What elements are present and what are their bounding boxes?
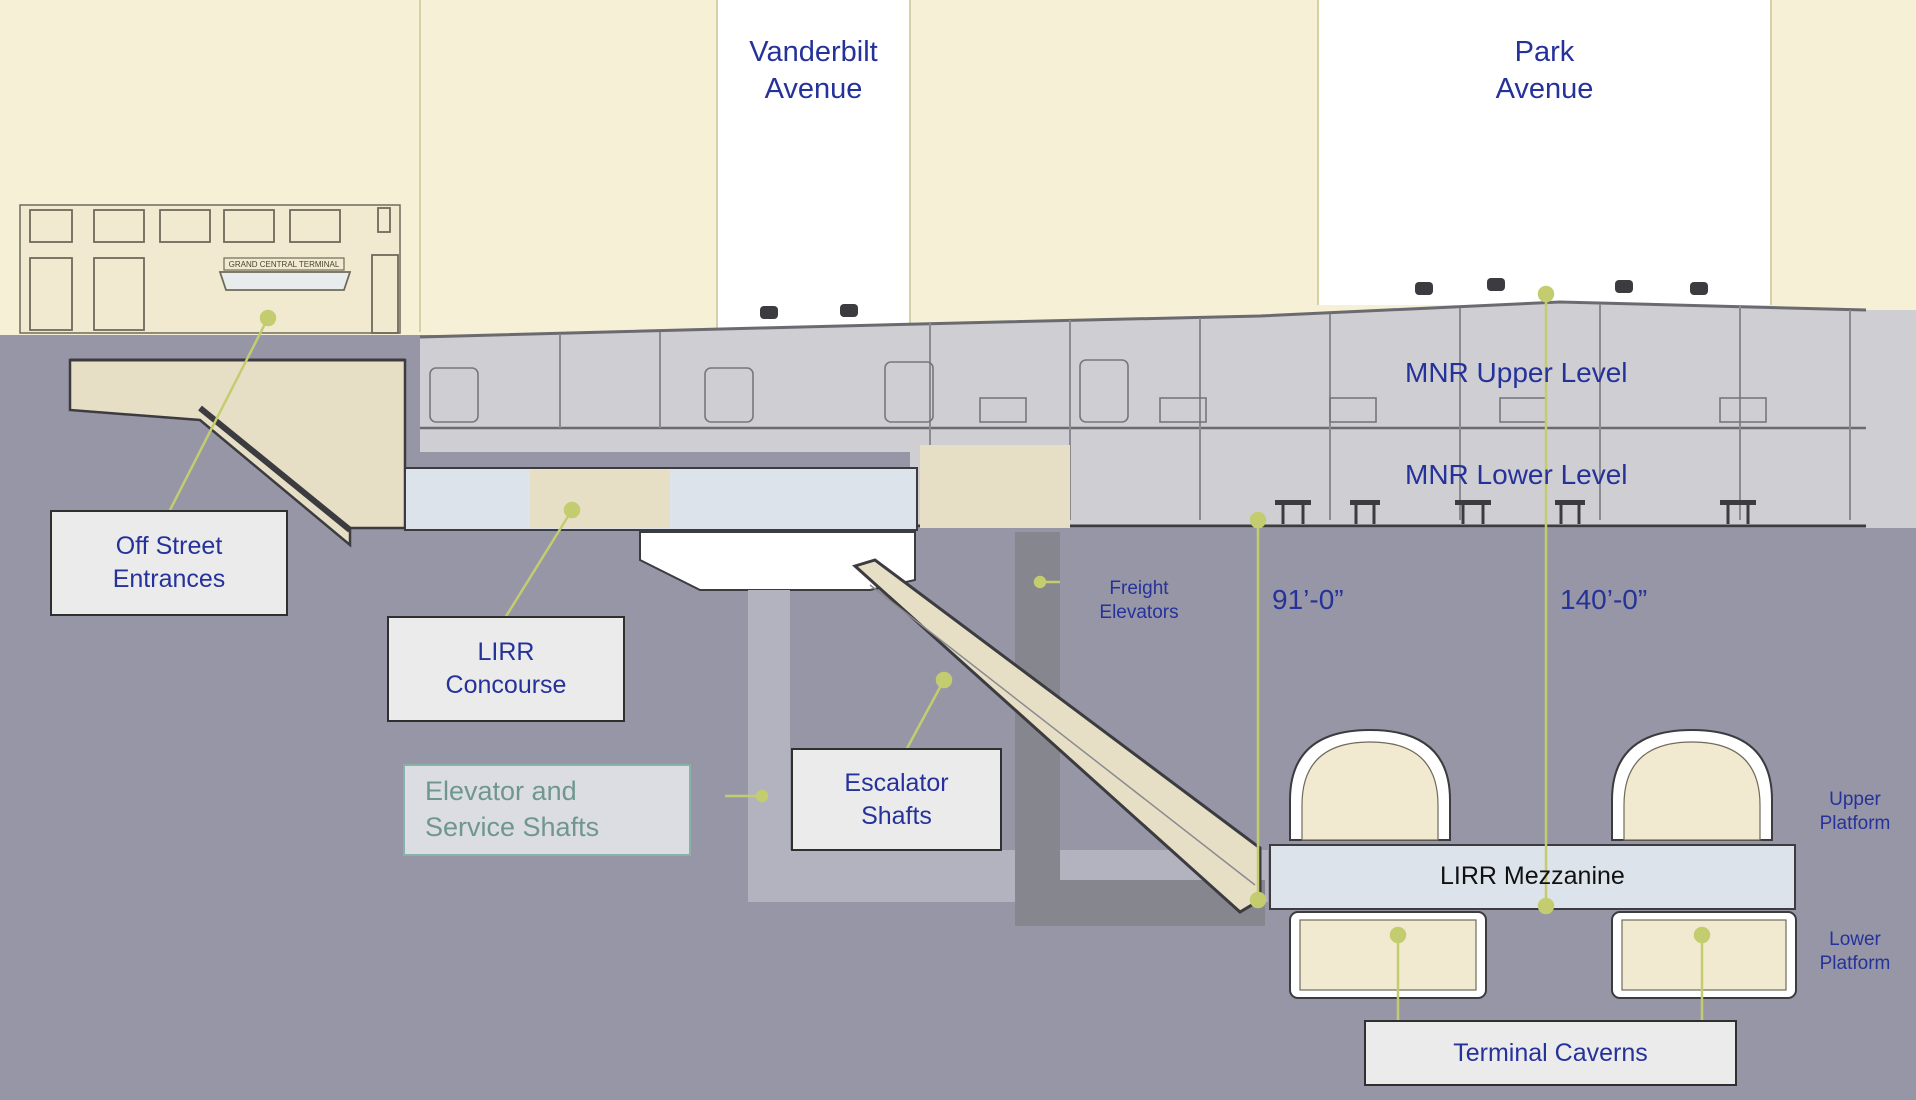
entrance-stair-structure <box>68 358 407 548</box>
escalator-shafts-line2: Shafts <box>861 801 932 830</box>
cavern-left <box>1289 728 1487 999</box>
lirr-concourse-line2: Concourse <box>445 671 567 699</box>
vanderbilt-line2: Avenue <box>764 73 863 106</box>
lirr-concourse-structure <box>404 467 918 591</box>
freight-line1: Freight <box>1109 578 1169 599</box>
freight-line2: Elevators <box>1099 602 1179 624</box>
dimension-140ft: 140’-0” <box>1560 584 1648 615</box>
grand-central-facade: GRAND CENTRAL TERMINAL <box>19 204 401 334</box>
escalator-incline <box>852 558 1262 914</box>
lirr-concourse-callout: LIRR Concourse <box>387 616 625 722</box>
dimension-91ft: 91’-0” <box>1272 584 1344 615</box>
off-street-line1: Off Street <box>115 532 223 560</box>
mnr-lower-level-label: MNR Lower Level <box>1405 459 1628 490</box>
upper-platform-line2: Platform <box>1819 813 1891 835</box>
leader-lines <box>168 285 1711 1022</box>
upper-platform-line1: Upper <box>1829 789 1881 810</box>
off-street-line2: Entrances <box>112 565 226 593</box>
park-line2: Avenue <box>1495 73 1594 106</box>
lower-platform-label: Lower Platform <box>1805 928 1905 977</box>
elevator-service-shafts-callout: Elevator and Service Shafts <box>403 764 691 856</box>
mnr-upper-level-label: MNR Upper Level <box>1405 357 1628 388</box>
terminal-sign: GRAND CENTRAL TERMINAL <box>229 260 340 269</box>
escalator-shafts-callout: Escalator Shafts <box>791 748 1002 851</box>
elevator-shafts-line1: Elevator and <box>425 776 577 807</box>
lower-platform-line1: Lower <box>1829 929 1881 950</box>
escalator-shafts-line1: Escalator <box>844 768 949 797</box>
elevator-shafts-line2: Service Shafts <box>425 812 600 842</box>
freight-elevators-label: Freight Elevators <box>1092 577 1186 626</box>
terminal-caverns-text: Terminal Caverns <box>1453 1038 1648 1067</box>
street-vehicles <box>760 278 1708 319</box>
terminal-caverns-callout: Terminal Caverns <box>1364 1020 1737 1086</box>
cavern-right <box>1611 728 1797 999</box>
lower-platform-line2: Platform <box>1819 953 1891 975</box>
vanderbilt-line1: Vanderbilt <box>749 36 878 68</box>
park-line1: Park <box>1514 36 1575 68</box>
mnr-track-box <box>419 300 1916 528</box>
vanderbilt-street-gap <box>716 0 911 330</box>
lirr-mezzanine-label: LIRR Mezzanine <box>1440 862 1625 890</box>
off-street-entrances-callout: Off Street Entrances <box>50 510 288 616</box>
park-street-gap <box>1317 0 1772 305</box>
upper-platform-label: Upper Platform <box>1805 788 1905 837</box>
lirr-concourse-line1: LIRR <box>477 638 535 666</box>
lirr-mezzanine-structure <box>1269 844 1796 910</box>
vanderbilt-avenue-label: Vanderbilt Avenue <box>717 34 910 108</box>
park-avenue-label: Park Avenue <box>1318 34 1771 108</box>
